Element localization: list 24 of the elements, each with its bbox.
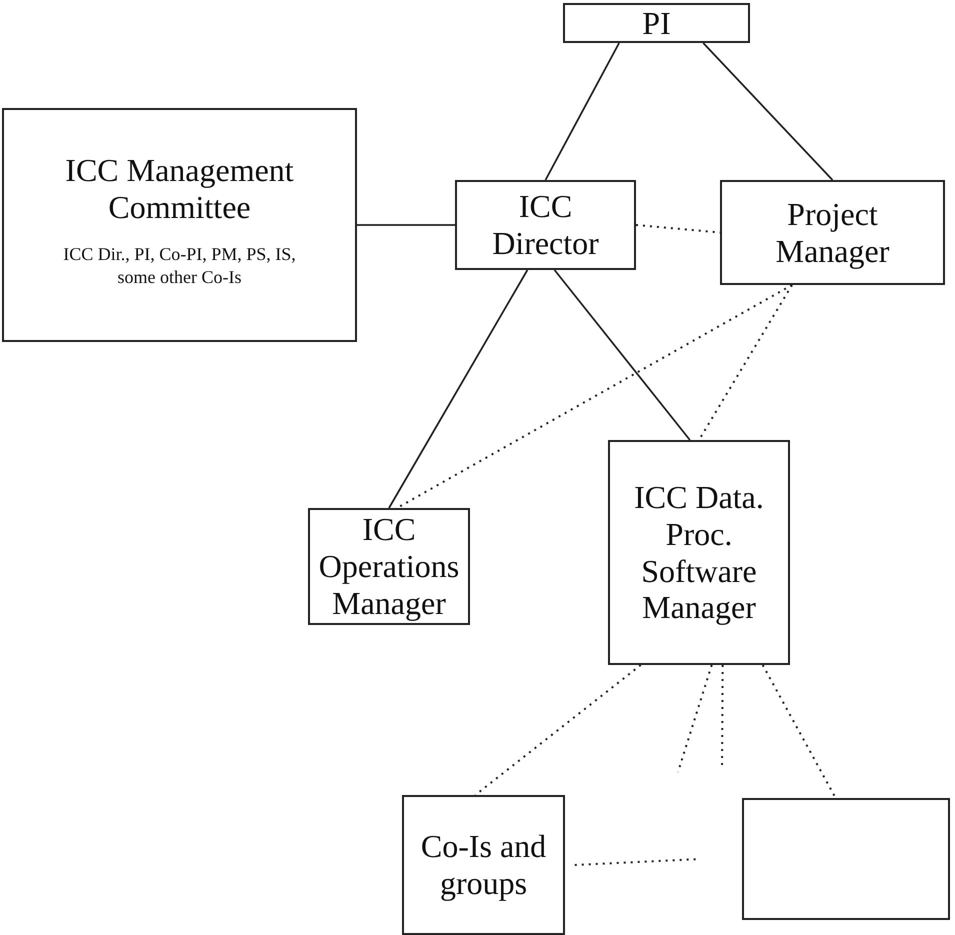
- dotted-connector: [474, 664, 642, 796]
- role-title: Co-Is and groups: [420, 828, 548, 902]
- committee-box: [2, 108, 357, 342]
- connector-line: [357, 224, 455, 226]
- connector-line: [554, 269, 691, 441]
- role-box: [720, 180, 945, 285]
- role-box: [563, 3, 750, 43]
- member-list: ICC Dir., PI, Co-PI, PM, PS, IS, some other Co-Is: [4, 243, 355, 288]
- role-box: [308, 508, 470, 625]
- connector-line: [388, 270, 528, 508]
- empty-box: [742, 798, 950, 920]
- role-title: ICC Director: [491, 188, 600, 262]
- connector-line: [544, 42, 620, 180]
- role-box: [608, 440, 790, 665]
- connector-line: [702, 42, 834, 181]
- role-title: ICC Management Committee: [64, 152, 295, 226]
- role-title: Project Manager: [774, 196, 890, 270]
- dotted-connector: [677, 664, 713, 772]
- role-title: PI: [642, 4, 671, 42]
- dotted-connector: [762, 664, 836, 798]
- role-box: [455, 180, 636, 270]
- role-title: ICC Data. Proc. Software Manager: [633, 478, 765, 626]
- group-box: [402, 795, 565, 935]
- role-title: ICC Operations Manager: [318, 511, 460, 622]
